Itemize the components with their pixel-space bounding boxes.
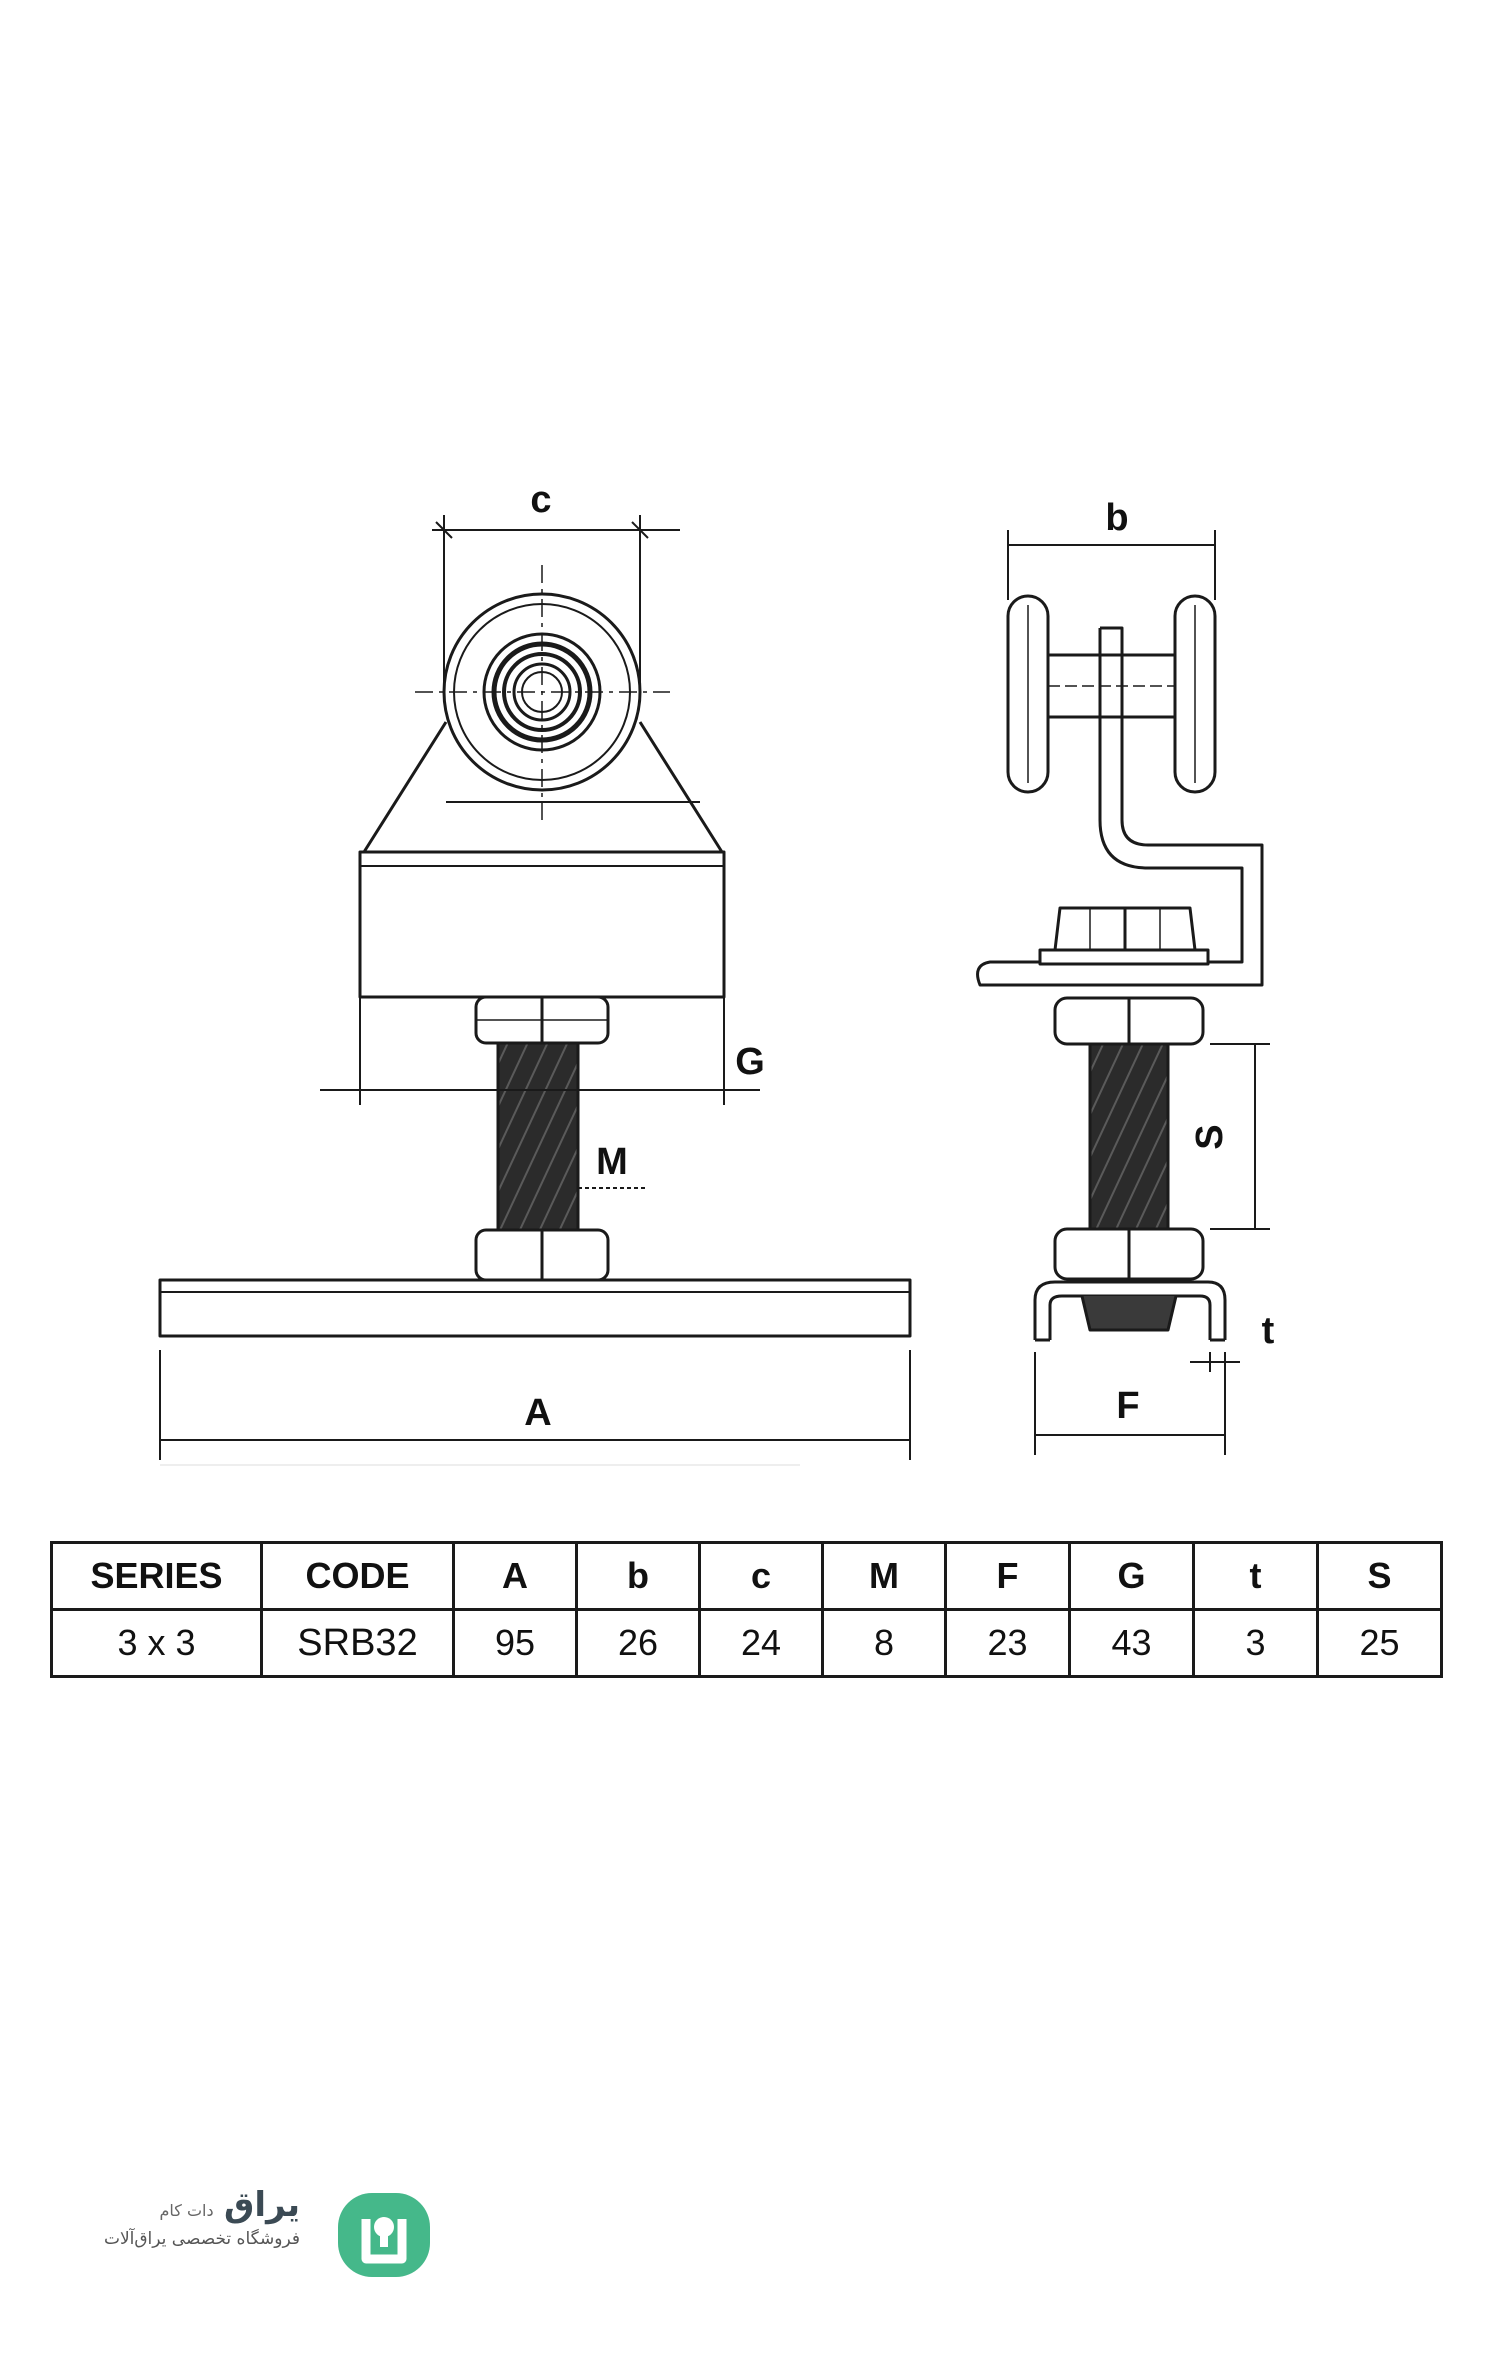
logo-tagline: فروشگاه تخصصی یراق‌آلات [103,2229,300,2249]
value-t: 3 [1192,1608,1319,1678]
header-c: c [698,1541,824,1611]
value-s: 25 [1316,1608,1443,1678]
header-b: b [575,1541,701,1611]
header-s: S [1316,1541,1443,1611]
value-f: 23 [944,1608,1071,1678]
header-g: G [1068,1541,1195,1611]
logo-domain: دات کام [159,2201,214,2220]
label-a: A [524,1392,551,1434]
header-a: A [452,1541,578,1611]
brand-logo: دات کام یراق فروشگاه تخصصی یراق‌آلات [100,2185,440,2285]
value-m: 8 [821,1608,947,1678]
logo-text: دات کام یراق فروشگاه تخصصی یراق‌آلات [104,2185,300,2249]
value-series: 3 x 3 [50,1608,263,1678]
header-t: t [1192,1541,1319,1611]
label-m: M [596,1141,628,1183]
lock-badge-icon [338,2193,430,2277]
logo-brand: یراق [224,2185,300,2225]
table-row: 3 x 3 SRB32 95 26 24 8 23 43 3 25 [50,1608,1443,1678]
technical-drawing: c b G M S t A F [158,479,1275,1466]
value-g: 43 [1068,1608,1195,1678]
header-m: M [821,1541,947,1611]
value-c: 24 [698,1608,824,1678]
header-code: CODE [260,1541,455,1611]
table-header-row: SERIES CODE A b c M F G t S [50,1541,1443,1611]
label-t: t [1262,1310,1275,1352]
side-view [976,530,1270,1455]
front-view [158,515,912,1466]
value-code: SRB32 [260,1608,455,1678]
label-b: b [1105,497,1128,539]
label-g: G [735,1041,765,1083]
label-s: S [1189,1124,1231,1149]
label-f: F [1116,1385,1139,1427]
value-a: 95 [452,1608,578,1678]
header-f: F [944,1541,1071,1611]
header-series: SERIES [50,1541,263,1611]
label-c: c [530,479,551,521]
value-b: 26 [575,1608,701,1678]
specification-table: SERIES CODE A b c M F G t S 3 x 3 SRB32 … [50,1541,1443,1678]
